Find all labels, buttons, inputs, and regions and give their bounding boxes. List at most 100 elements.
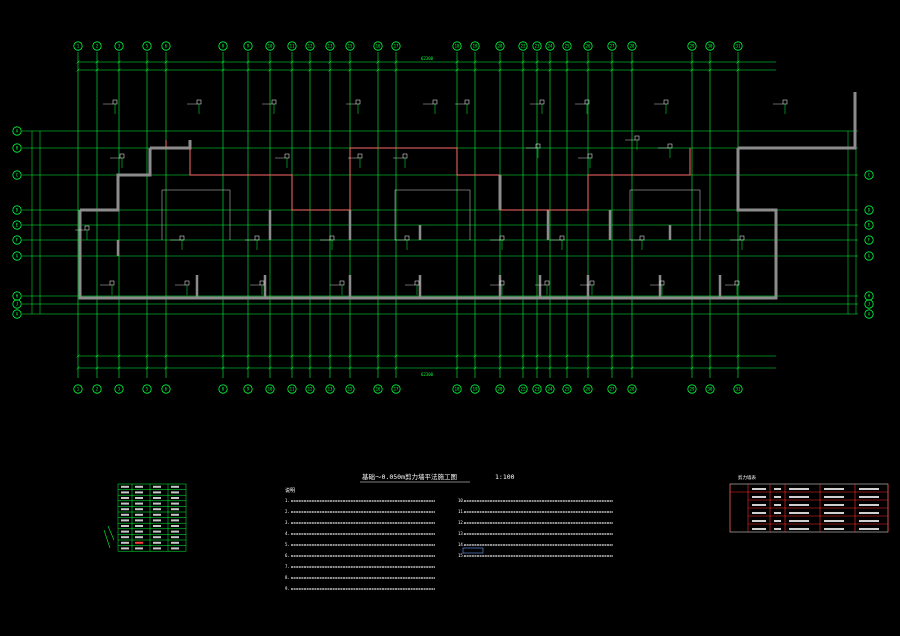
- shear-wall-table: [729, 483, 889, 533]
- note-number: 2.: [285, 509, 290, 514]
- wall-table-cell: [824, 504, 844, 506]
- axis-label-bottom: 15: [348, 387, 353, 392]
- axis-label-top: 6: [165, 44, 168, 49]
- axis-bubble-top: [532, 41, 542, 51]
- dimension-tick: [586, 366, 590, 370]
- wall-table-cell: [824, 528, 844, 530]
- note-number: 13.: [458, 531, 465, 536]
- table-cell-text: [135, 519, 143, 522]
- axis-label-bottom: 12: [308, 387, 313, 392]
- axis-label-bottom: 17: [394, 387, 399, 392]
- axis-bubble-bottom: [265, 384, 275, 394]
- dimension-tick: [348, 60, 352, 64]
- table-cell-text: [121, 519, 129, 522]
- axis-label-top: 29: [690, 44, 695, 49]
- wall-table-cell: [859, 496, 879, 498]
- table-cell-text: [171, 491, 179, 494]
- dimension-tick: [586, 60, 590, 64]
- dimension-tick: [498, 354, 502, 358]
- wall-table-cell: [824, 520, 844, 522]
- dimension-tick: [308, 60, 312, 64]
- wall-table-cell: [789, 512, 809, 514]
- wall-table-title: 剪力墙表: [738, 474, 756, 481]
- dimension-tick: [498, 366, 502, 370]
- note-number: 1.: [285, 498, 290, 503]
- dimension-tick: [376, 366, 380, 370]
- axis-label-bottom: 19: [473, 387, 478, 392]
- table-cell-text: [171, 541, 179, 544]
- axis-label-bottom: 22: [521, 387, 526, 392]
- dimension-tick: [348, 354, 352, 358]
- table-cell-text: [171, 519, 179, 522]
- note-number: 4.: [285, 531, 290, 536]
- shear-wall-segment: [738, 92, 857, 150]
- wall-table-cell: [774, 496, 781, 498]
- dimension-tick: [473, 366, 477, 370]
- axis-bubble-bottom: [73, 384, 83, 394]
- drawing-title: 基础～0.050m剪力墙平法施工图: [362, 472, 457, 481]
- wall-table-cell: [774, 528, 781, 530]
- dimension-tick: [565, 366, 569, 370]
- axis-label-left: J: [16, 302, 18, 307]
- table-cell-text: [153, 502, 161, 505]
- axis-bubble-left: [12, 143, 22, 153]
- axis-label-left: D: [16, 208, 19, 213]
- wall-table-cell: [789, 528, 809, 530]
- table-cell-text: [171, 530, 179, 533]
- axis-bubble-bottom: [287, 384, 297, 394]
- axis-label-top: 11: [290, 44, 295, 49]
- dimension-tick: [76, 60, 80, 64]
- wall-table-cell: [789, 488, 809, 490]
- table-cell-text: [171, 502, 179, 505]
- note-number: 14.: [458, 542, 465, 547]
- axis-bubble-top: [627, 41, 637, 51]
- dimension-tick: [394, 366, 398, 370]
- dimension-tick: [610, 366, 614, 370]
- dimension-tick: [690, 366, 694, 370]
- axis-bubble-left: [12, 205, 22, 215]
- axis-bubble-top: [325, 41, 335, 51]
- dimension-tick: [473, 60, 477, 64]
- dimension-tick: [548, 60, 552, 64]
- table-cell-text: [135, 536, 143, 539]
- axis-bubble-top: [495, 41, 505, 51]
- axis-bubble-top: [607, 41, 617, 51]
- table-cell-text: [135, 541, 143, 544]
- dimension-tick: [586, 68, 590, 72]
- wall-table-cell: [789, 520, 809, 522]
- dimension-tick: [348, 366, 352, 370]
- table-cell-text: [171, 485, 179, 488]
- table-cell-text: [121, 513, 129, 516]
- axis-label-top: 28: [630, 44, 635, 49]
- axis-bubble-right: [864, 251, 874, 261]
- note-number: 3.: [285, 520, 290, 525]
- shear-walls: [78, 92, 857, 300]
- axis-bubble-left: [12, 170, 22, 180]
- dimension-tick: [736, 354, 740, 358]
- axis-label-bottom: 11: [290, 387, 295, 392]
- table-cell-text: [135, 497, 143, 499]
- wall-table-cell: [859, 504, 879, 506]
- dimension-tick: [246, 68, 250, 72]
- axis-label-left: A: [16, 129, 19, 134]
- dimension-tick: [455, 60, 459, 64]
- table-cell-text: [171, 547, 179, 550]
- wall-table-cell: [774, 504, 781, 506]
- table-cell-text: [135, 491, 143, 494]
- note-number: 12.: [458, 520, 465, 525]
- table-cell-text: [153, 536, 161, 539]
- dimension-tick: [76, 354, 80, 358]
- axis-label-top: 18: [455, 44, 460, 49]
- axis-bubble-top: [470, 41, 480, 51]
- axis-bubble-bottom: [391, 384, 401, 394]
- dimension-tick: [394, 60, 398, 64]
- elevation-mark: [103, 525, 115, 549]
- axis-bubble-bottom: [495, 384, 505, 394]
- axis-label-top: 26: [586, 44, 591, 49]
- dimension-tick: [548, 68, 552, 72]
- axis-label-left: G: [16, 254, 19, 259]
- axis-bubble-top: [391, 41, 401, 51]
- axis-label-right: E: [868, 223, 871, 228]
- axis-label-top: 25: [565, 44, 570, 49]
- dimension-tick: [736, 60, 740, 64]
